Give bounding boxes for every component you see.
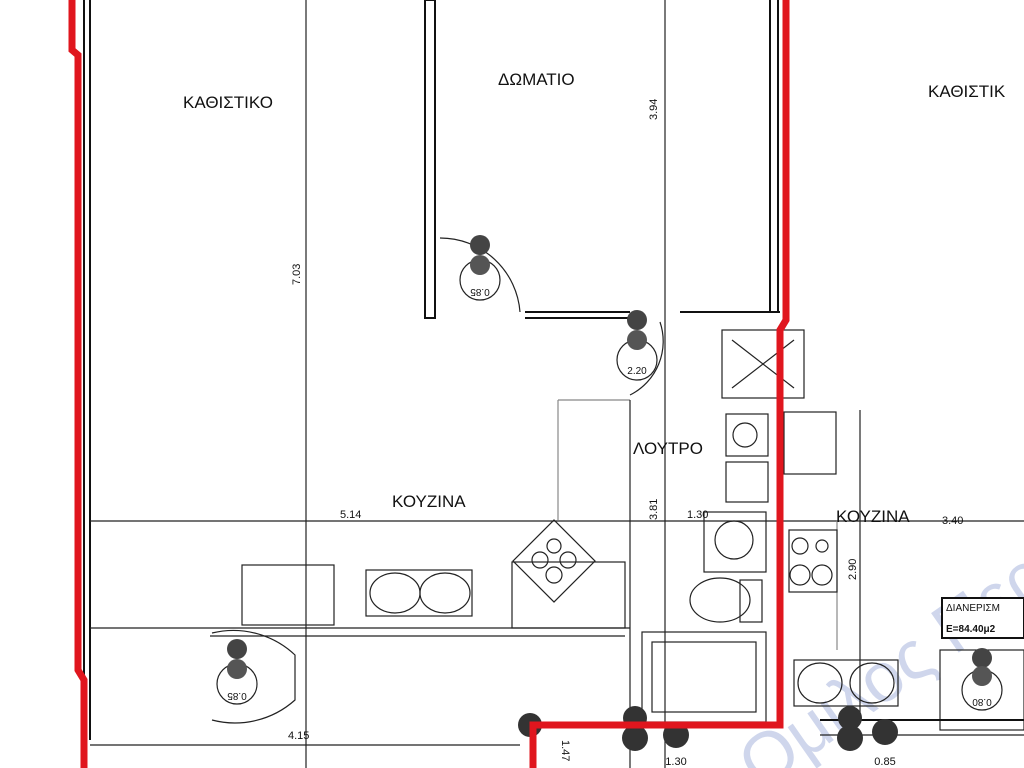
stove-icon — [512, 519, 596, 603]
dim-kitchen-right-height: 2.90 — [847, 559, 859, 580]
bathtub-icon — [641, 631, 767, 723]
dim-lower-width: 4.15 — [288, 730, 309, 742]
room-label-living-right: ΚΑΘΙΣΤΙΚ — [928, 82, 1006, 101]
svg-text:1.30: 1.30 — [665, 756, 686, 768]
dim-lower-small: 1.47 — [559, 740, 571, 761]
dim-bath-width: 1.30 — [687, 509, 708, 521]
svg-text:2.20: 2.20 — [627, 366, 647, 377]
shower-icon — [721, 329, 805, 399]
dim-bedroom-height: 3.94 — [648, 99, 660, 120]
walls — [83, 0, 1024, 768]
svg-text:Ε=84.40μ2: Ε=84.40μ2 — [946, 624, 996, 635]
svg-text:0.85: 0.85 — [227, 690, 247, 701]
toilet-icon — [689, 577, 751, 623]
room-label-kitchen-right: ΚΟΥΖΙΝΑ — [836, 507, 910, 526]
hob-icon — [788, 529, 838, 593]
fixtures — [211, 237, 899, 724]
dim-bath-height: 3.81 — [648, 499, 660, 520]
sink-icon — [365, 569, 473, 617]
room-label-living: ΚΑΘΙΣΤΙΚΟ — [183, 93, 273, 112]
counter-icon — [241, 564, 335, 626]
room-label-kitchen: ΚΟΥΖΙΝΑ — [392, 492, 466, 511]
unit-boundary — [68, 0, 790, 768]
room-label-bathroom: ΛΟΥΤΡΟ — [633, 439, 703, 458]
svg-text:0.80: 0.80 — [972, 696, 992, 707]
washbasin-icon — [703, 511, 767, 573]
apartment-area-box: ΔΙΑΝΕΡΙΣΜ Ε=84.40μ2 — [941, 597, 1024, 639]
room-label-bedroom: ΔΩΜΑΤΙΟ — [498, 70, 575, 89]
door-tags: 0.85 2.20 0.85 0.80 1.30 0.85 — [216, 235, 1003, 768]
dim-kitchen-right-width: 3.40 — [942, 515, 963, 527]
svg-text:0.85: 0.85 — [874, 756, 895, 768]
svg-text:ΔΙΑΝΕΡΙΣΜ: ΔΙΑΝΕΡΙΣΜ — [946, 603, 1000, 614]
svg-text:0.85: 0.85 — [470, 286, 490, 297]
dim-kitchen-width: 5.14 — [340, 509, 361, 521]
dim-living-height: 7.03 — [291, 264, 303, 285]
